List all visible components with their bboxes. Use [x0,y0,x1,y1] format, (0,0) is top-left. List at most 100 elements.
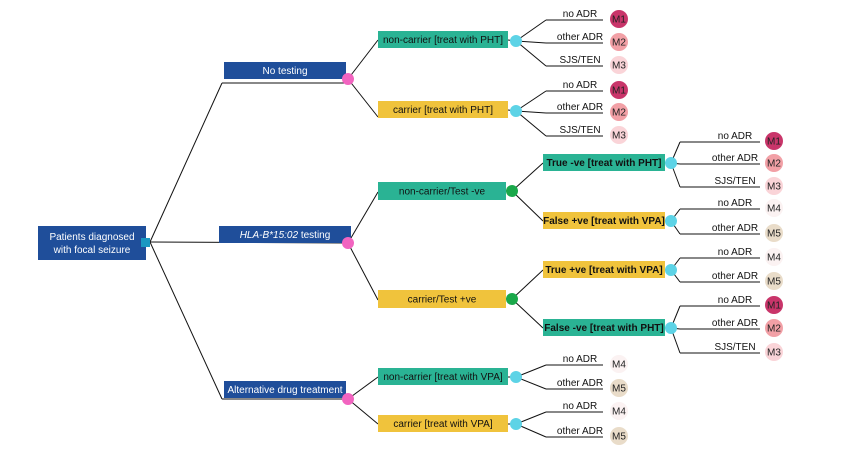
notest-c-noadr-label: no ADR [563,80,597,91]
hla-tp-noadr-model-label: M4 [767,253,781,264]
hla-noncarrier-label: non-carrier/Test -ve [399,187,486,198]
alt-noncarrier-chance-icon [510,371,522,383]
notest-noncarrier-box [378,31,508,48]
hla-carrier-test-icon [506,293,518,305]
notest-carrier-label: carrier [treat with PHT] [393,105,493,116]
edge-hla-nc-true [511,162,544,192]
strategy-alternative-drug-label: Alternative drug treatment [227,385,342,396]
alt-c-other-model-label: M5 [612,432,626,443]
strategy-no-testing-label: No testing [262,66,307,77]
notest-c-noadr-model-label: M1 [612,86,626,97]
alt-c-noadr-marker [610,402,628,420]
notest-c-other-label: other ADR [557,102,603,113]
hla-fn-noadr-marker [765,296,783,314]
notest-nc-noadr-marker [610,10,628,28]
strategy-no-testing-box [224,62,346,79]
hla-true-neg-chance-icon [665,157,677,169]
notest-nc-noadr-model-label: M1 [612,15,626,26]
alt-carrier-label: carrier [treat with VPA] [393,419,493,430]
decision-square-icon [141,238,150,247]
strategy-hla-testing-label: HLA-B*15:02 testing [240,230,331,241]
notest-c-noadr-marker [610,81,628,99]
alt-carrier-box [378,415,508,432]
notest-nc-sjs-marker [610,56,628,74]
edge-root-notest [149,82,223,243]
hla-false-neg-label: False -ve [treat with PHT] [544,323,663,334]
hla-fn-other-model-label: M2 [767,324,781,335]
hla-fp-noadr-model-label: M4 [767,204,781,215]
hla-fp-other-model-label: M5 [767,229,781,240]
hla-fn-noadr-model-label: M1 [767,301,781,312]
hla-tp-other-model-label: M5 [767,277,781,288]
root-box [38,226,146,260]
hla-false-neg-box [543,319,665,336]
notest-nc-sjs-model-label: M3 [612,61,626,72]
alt-nc-noadr-model-label: M4 [612,360,626,371]
edge-hla-c-true [511,269,544,300]
alt-c-other-marker [610,427,628,445]
notest-c-sjs-edge [515,110,547,137]
hla-tn-other-label: other ADR [712,153,758,164]
alt-noncarrier-label: non-carrier [treat with VPA] [383,372,503,383]
notest-c-noadr-edge [515,90,547,112]
outcome-labels: no ADR other ADR SJS/TEN no ADR other ADR SJS… [557,9,758,437]
notest-nc-sjs-label: SJS/TEN [559,55,600,66]
edge-hla-noncarrier [347,191,379,244]
alt-noncarrier-box [378,368,508,385]
strategy-hla-testing-box [219,226,351,243]
notest-c-sjs-marker [610,126,628,144]
alt-nc-noadr-marker [610,355,628,373]
alt-c-noadr-model-label: M4 [612,407,626,418]
notest-c-sjs-model-label: M3 [612,131,626,142]
notest-c-sjs-label: SJS/TEN [559,125,600,136]
edge-alt-carrier [347,398,379,425]
alt-c-other-label: other ADR [557,426,603,437]
notest-nc-other-model-label: M2 [612,38,626,49]
notest-nc-other-marker [610,33,628,51]
notest-strategy-node-icon [342,73,354,85]
notest-carrier-chance-icon [510,105,522,117]
alt-nc-noadr-label: no ADR [563,354,597,365]
hla-noncarrier-box [378,182,506,200]
hla-true-pos-chance-icon [665,264,677,276]
hla-fn-noadr-label: no ADR [718,295,752,306]
hla-tp-noadr-marker [765,248,783,266]
edge-hla-carrier [347,242,379,301]
hla-fp-other-label: other ADR [712,223,758,234]
root-label-line1: Patients diagnosed [49,232,134,243]
hla-false-pos-chance-icon [665,215,677,227]
hla-tn-noadr-model-label: M1 [767,137,781,148]
notest-c-other-marker [610,103,628,121]
hla-tn-sjs-label: SJS/TEN [714,176,755,187]
hla-tp-other-label: other ADR [712,271,758,282]
notest-noncarrier-label: non-carrier [treat with PHT] [383,35,503,46]
hla-fn-other-label: other ADR [712,318,758,329]
hla-carrier-box [378,290,506,308]
hla-true-neg-label: True -ve [treat with PHT] [546,158,661,169]
hla-tp-other-marker [765,272,783,290]
edge-alt-noncarrier [347,376,379,400]
hla-false-pos-label: False +ve [treat with VPA] [543,216,665,227]
notest-carrier-box [378,101,508,118]
notest-nc-noadr-label: no ADR [563,9,597,20]
edge-notest-noncarrier [347,39,379,80]
alt-nc-other-model-label: M5 [612,384,626,395]
hla-true-neg-box [543,154,665,171]
hla-fn-sjs-marker [765,343,783,361]
hla-tn-noadr-marker [765,132,783,150]
hla-fn-sjs-model-label: M3 [767,348,781,359]
hla-noncarrier-test-icon [506,185,518,197]
hla-true-pos-box [543,261,665,278]
hla-fp-noadr-marker [765,199,783,217]
notest-noncarrier-chance-icon [510,35,522,47]
hla-fn-other-marker [765,319,783,337]
hla-tn-other-model-label: M2 [767,159,781,170]
strategy-alternative-drug-box [224,381,346,398]
hla-fp-noadr-label: no ADR [718,198,752,209]
hla-tn-sjs-model-label: M3 [767,182,781,193]
hla-true-pos-label: True +ve [treat with VPA] [545,265,662,276]
notest-nc-noadr-edge [515,19,547,42]
